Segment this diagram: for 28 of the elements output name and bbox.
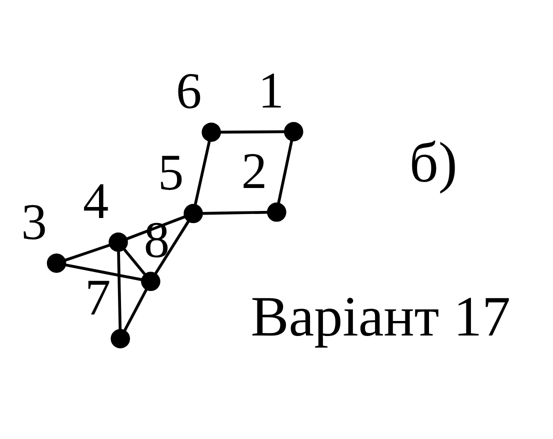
label: б) [409, 131, 458, 194]
node-label: 5 [158, 144, 184, 202]
node-label: 4 [82, 172, 109, 230]
node-label: 6 [176, 63, 202, 120]
node-circle [46, 254, 66, 273]
connector [154, 220, 190, 276]
node-label: 1 [258, 62, 284, 120]
label: Варіант 17 [250, 286, 510, 349]
node-circle [267, 202, 286, 222]
node-label: 7 [85, 270, 111, 327]
node-label: 3 [21, 194, 47, 252]
connector [220, 130, 285, 134]
connector [126, 215, 186, 240]
node-circle [141, 272, 160, 292]
node-label: 2 [241, 142, 267, 200]
connector [117, 251, 122, 330]
connector [64, 244, 111, 262]
node-circle [202, 122, 221, 142]
node-circle [184, 204, 203, 224]
node-circle [110, 329, 130, 348]
connector [202, 210, 268, 215]
node-circle [108, 232, 128, 252]
connector [123, 288, 148, 332]
node-circle [284, 122, 304, 142]
connector [64, 263, 142, 282]
connector [122, 248, 146, 276]
connector [277, 140, 294, 204]
connector [194, 140, 211, 206]
